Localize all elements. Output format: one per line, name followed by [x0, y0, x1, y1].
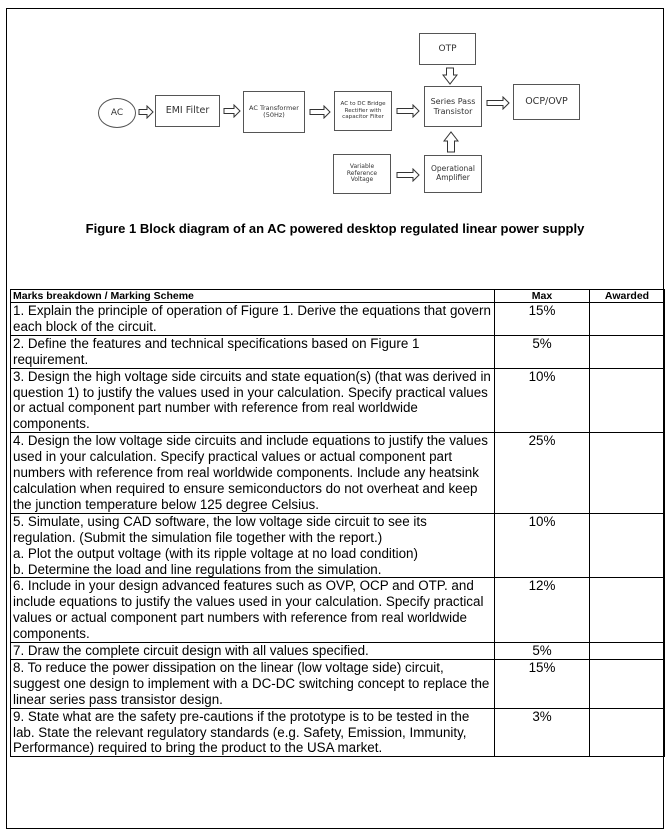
table-header-row: Marks breakdown / Marking Scheme Max Awa…	[10, 289, 665, 303]
awarded-mark-cell[interactable]	[589, 367, 665, 434]
table-row: 2. Define the features and technical spe…	[10, 334, 665, 369]
table-row: 3. Design the high voltage side circuits…	[10, 367, 665, 434]
awarded-mark-cell[interactable]	[589, 334, 665, 369]
awarded-mark-cell[interactable]	[589, 302, 665, 336]
arrow-right-icon	[396, 168, 420, 182]
ac-source-block: AC	[98, 98, 136, 128]
marking-scheme-table: Marks breakdown / Marking Scheme Max Awa…	[10, 289, 665, 758]
awarded-column-header: Awarded	[589, 289, 665, 303]
question-cell: 2. Define the features and technical spe…	[10, 334, 495, 369]
arrow-right-icon	[486, 96, 510, 110]
awarded-mark-cell[interactable]	[589, 658, 665, 709]
scheme-column-header: Marks breakdown / Marking Scheme	[10, 289, 495, 303]
awarded-mark-cell[interactable]	[589, 577, 665, 644]
question-cell: 3. Design the high voltage side circuits…	[10, 367, 495, 434]
question-cell: 1. Explain the principle of operation of…	[10, 302, 495, 336]
awarded-mark-cell[interactable]	[589, 707, 665, 758]
table-row: 9. State what are the safety pre-caution…	[10, 707, 665, 758]
series-pass-transistor-block: Series Pass Transistor	[424, 86, 482, 127]
max-mark-cell: 10%	[494, 367, 590, 434]
question-cell: 9. State what are the safety pre-caution…	[10, 707, 495, 758]
figure-caption: Figure 1 Block diagram of an AC powered …	[85, 221, 585, 236]
max-mark-cell: 25%	[494, 432, 590, 514]
awarded-mark-cell[interactable]	[589, 432, 665, 514]
question-cell: 5. Simulate, using CAD software, the low…	[10, 512, 495, 579]
table-row: 5. Simulate, using CAD software, the low…	[10, 512, 665, 579]
awarded-mark-cell[interactable]	[589, 512, 665, 579]
table-row: 8. To reduce the power dissipation on th…	[10, 658, 665, 709]
max-mark-cell: 5%	[494, 642, 590, 660]
table-row: 6. Include in your design advanced featu…	[10, 577, 665, 644]
question-cell: 8. To reduce the power dissipation on th…	[10, 658, 495, 709]
table-body: 1. Explain the principle of operation of…	[10, 302, 665, 758]
max-mark-cell: 3%	[494, 707, 590, 758]
question-cell: 7. Draw the complete circuit design with…	[10, 642, 495, 660]
emi-filter-block: EMI Filter	[155, 95, 220, 127]
max-mark-cell: 10%	[494, 512, 590, 579]
max-mark-cell: 15%	[494, 658, 590, 709]
operational-amplifier-block: Operational Amplifier	[424, 155, 482, 193]
max-column-header: Max	[494, 289, 590, 303]
table-row: 7. Draw the complete circuit design with…	[10, 642, 665, 660]
arrow-right-icon	[223, 104, 241, 118]
arrow-right-icon	[396, 104, 420, 118]
table-row: 1. Explain the principle of operation of…	[10, 302, 665, 336]
max-mark-cell: 12%	[494, 577, 590, 644]
table-row: 4. Design the low voltage side circuits …	[10, 432, 665, 514]
block-diagram: AC EMI Filter AC Transformer (50Hz) AC t…	[7, 9, 663, 285]
variable-reference-voltage-block: Variable Reference Voltage	[333, 154, 391, 194]
max-mark-cell: 5%	[494, 334, 590, 369]
arrow-right-icon	[138, 105, 154, 119]
question-cell: 6. Include in your design advanced featu…	[10, 577, 495, 644]
question-cell: 4. Design the low voltage side circuits …	[10, 432, 495, 514]
transformer-block: AC Transformer (50Hz)	[243, 91, 305, 133]
max-mark-cell: 15%	[494, 302, 590, 336]
arrow-right-icon	[309, 105, 331, 119]
rectifier-block: AC to DC Bridge Rectifier with capacitor…	[334, 91, 392, 131]
arrow-up-icon	[443, 131, 459, 153]
arrow-down-icon	[442, 67, 458, 85]
ocp-ovp-block: OCP/OVP	[513, 84, 580, 120]
otp-block: OTP	[419, 33, 476, 65]
awarded-mark-cell[interactable]	[589, 642, 665, 660]
